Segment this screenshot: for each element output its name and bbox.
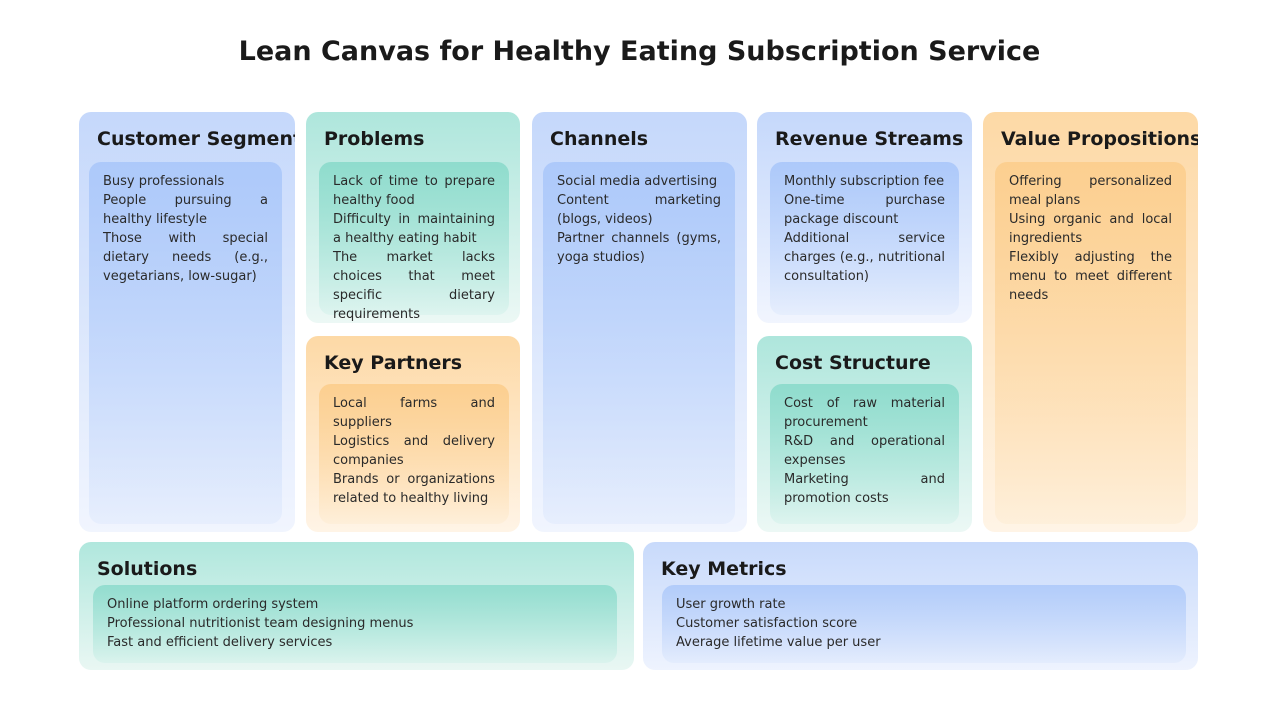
list-item: Average lifetime value per user <box>676 635 881 650</box>
list-item: Marketing and promotion costs <box>784 472 945 506</box>
list-item: Professional nutritionist team designing… <box>107 616 414 631</box>
list-item: People pursuing a healthy lifestyle <box>103 193 268 227</box>
channels-content: Social media advertising Content marketi… <box>543 162 735 524</box>
list-item: The market lacks choices that meet speci… <box>333 250 495 322</box>
channels-heading: Channels <box>550 128 649 150</box>
list-item: Additional service charges (e.g., nutrit… <box>784 231 945 284</box>
list-item: Fast and efficient delivery services <box>107 635 333 650</box>
customer-segments-content: Busy professionals People pursuing a hea… <box>89 162 282 524</box>
list-item: Monthly subscription fee <box>784 174 945 189</box>
solutions-list: Online platform ordering system Professi… <box>107 595 603 652</box>
list-item: Social media advertising <box>557 174 718 189</box>
cost-structure-content: Cost of raw material procurement R&D and… <box>770 384 959 524</box>
list-item: Using organic and local ingredients <box>1009 212 1172 246</box>
list-item: Content marketing (blogs, videos) <box>557 193 721 227</box>
key-metrics-content: User growth rate Customer satisfaction s… <box>662 585 1186 663</box>
key-partners-card: Key Partners Local farms and suppliers L… <box>306 336 520 532</box>
list-item: One-time purchase package discount <box>784 193 945 227</box>
solutions-heading: Solutions <box>97 558 198 580</box>
key-partners-content: Local farms and suppliers Logistics and … <box>319 384 509 524</box>
value-propositions-heading: Value Propositions <box>1001 128 1198 150</box>
channels-card: Channels Social media advertising Conten… <box>532 112 747 532</box>
list-item: Local farms and suppliers <box>333 396 495 430</box>
problems-card: Problems Lack of time to prepare healthy… <box>306 112 520 323</box>
channels-list: Social media advertising Content marketi… <box>557 172 721 267</box>
customer-segments-card: Customer Segments Busy professionals Peo… <box>79 112 295 532</box>
list-item: Logistics and delivery companies <box>333 434 495 468</box>
revenue-streams-heading: Revenue Streams <box>775 128 964 150</box>
customer-segments-list: Busy professionals People pursuing a hea… <box>103 172 268 286</box>
list-item: Brands or organizations related to healt… <box>333 472 495 506</box>
key-partners-heading: Key Partners <box>324 352 463 374</box>
solutions-content: Online platform ordering system Professi… <box>93 585 617 663</box>
key-metrics-card: Key Metrics User growth rate Customer sa… <box>643 542 1198 670</box>
key-metrics-heading: Key Metrics <box>661 558 787 580</box>
list-item: Online platform ordering system <box>107 597 319 612</box>
problems-list: Lack of time to prepare healthy food Dif… <box>333 172 495 323</box>
key-metrics-list: User growth rate Customer satisfaction s… <box>676 595 1172 652</box>
revenue-streams-list: Monthly subscription fee One-time purcha… <box>784 172 945 286</box>
cost-structure-heading: Cost Structure <box>775 352 931 374</box>
problems-content: Lack of time to prepare healthy food Dif… <box>319 162 509 322</box>
value-propositions-card: Value Propositions Offering personalized… <box>983 112 1198 532</box>
page-title: Lean Canvas for Healthy Eating Subscript… <box>238 36 1041 67</box>
key-partners-list: Local farms and suppliers Logistics and … <box>333 394 495 508</box>
list-item: Flexibly adjusting the menu to meet diff… <box>1009 250 1172 303</box>
problems-heading: Problems <box>324 128 425 150</box>
list-item: Offering personalized meal plans <box>1009 174 1172 208</box>
list-item: Difficulty in maintaining a healthy eati… <box>333 212 495 246</box>
list-item: Lack of time to prepare healthy food <box>333 174 495 208</box>
list-item: Busy professionals <box>103 174 225 189</box>
value-propositions-content: Offering personalized meal plans Using o… <box>995 162 1186 524</box>
list-item: Those with special dietary needs (e.g., … <box>103 231 268 284</box>
list-item: R&D and operational expenses <box>784 434 945 468</box>
list-item: Partner channels (gyms, yoga studios) <box>557 231 721 265</box>
revenue-streams-content: Monthly subscription fee One-time purcha… <box>770 162 959 315</box>
value-propositions-list: Offering personalized meal plans Using o… <box>1009 172 1172 305</box>
cost-structure-list: Cost of raw material procurement R&D and… <box>784 394 945 508</box>
list-item: Cost of raw material procurement <box>784 396 945 430</box>
list-item: Customer satisfaction score <box>676 616 858 631</box>
customer-segments-heading: Customer Segments <box>97 128 295 150</box>
revenue-streams-card: Revenue Streams Monthly subscription fee… <box>757 112 972 323</box>
solutions-card: Solutions Online platform ordering syste… <box>79 542 634 670</box>
cost-structure-card: Cost Structure Cost of raw material proc… <box>757 336 972 532</box>
list-item: User growth rate <box>676 597 786 612</box>
